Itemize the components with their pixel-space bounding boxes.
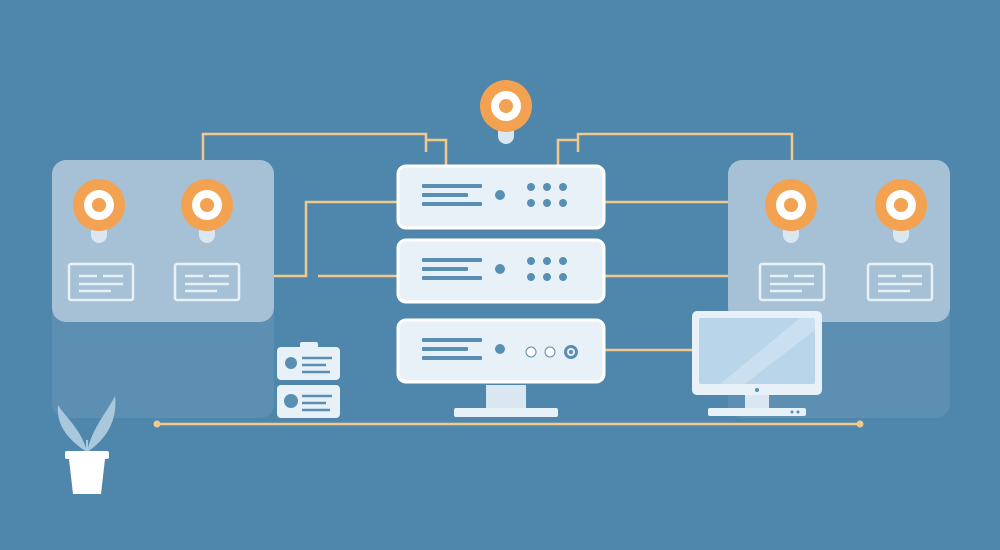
server-vent-line xyxy=(422,338,482,342)
server-power-led xyxy=(495,344,505,354)
connector-top-right xyxy=(576,132,794,160)
server-status-led xyxy=(527,199,535,207)
server-status-led xyxy=(543,183,551,191)
server-unit-1 xyxy=(396,164,606,230)
server-status-led xyxy=(544,346,556,358)
server-status-led xyxy=(527,273,535,281)
server-status-led xyxy=(543,257,551,265)
server-status-led xyxy=(527,257,535,265)
server-status-led xyxy=(543,199,551,207)
server-power-led xyxy=(495,190,505,200)
connector-top-right-2 xyxy=(556,138,578,166)
monitor-icon xyxy=(692,311,822,416)
server-status-led xyxy=(559,199,567,207)
server-power-led xyxy=(495,264,505,274)
base-line-end-right xyxy=(856,420,864,428)
server-status-led xyxy=(543,273,551,281)
server-status-led xyxy=(525,346,537,358)
server-tower xyxy=(396,164,606,417)
connector-top-left-2 xyxy=(426,138,448,166)
server-unit-2 xyxy=(396,238,606,304)
id-card-icon xyxy=(277,342,340,380)
plant-icon xyxy=(57,396,116,494)
server-status-led xyxy=(559,273,567,281)
server-unit-3 xyxy=(396,318,606,384)
server-status-led xyxy=(527,183,535,191)
server-vent-line xyxy=(422,202,482,206)
server-stand xyxy=(486,385,526,411)
server-status-led xyxy=(559,183,567,191)
server-vent-line xyxy=(422,276,482,280)
connector-left-server1 xyxy=(274,200,398,278)
left-node-group xyxy=(52,160,274,418)
server-vent-line xyxy=(422,267,468,271)
server-status-led xyxy=(559,257,567,265)
server-vent-line xyxy=(422,258,482,262)
base-line-end-left xyxy=(153,420,161,428)
server-vent-line xyxy=(422,356,482,360)
server-base xyxy=(454,408,558,417)
connector-lines xyxy=(157,132,860,426)
server-status-ring-dot xyxy=(569,350,573,354)
server-vent-line xyxy=(422,193,468,197)
contact-card-icon xyxy=(277,385,340,418)
left-panel-shadow xyxy=(52,300,274,418)
server-vent-line xyxy=(422,347,468,351)
connector-top-left xyxy=(201,132,428,160)
server-vent-line xyxy=(422,184,482,188)
